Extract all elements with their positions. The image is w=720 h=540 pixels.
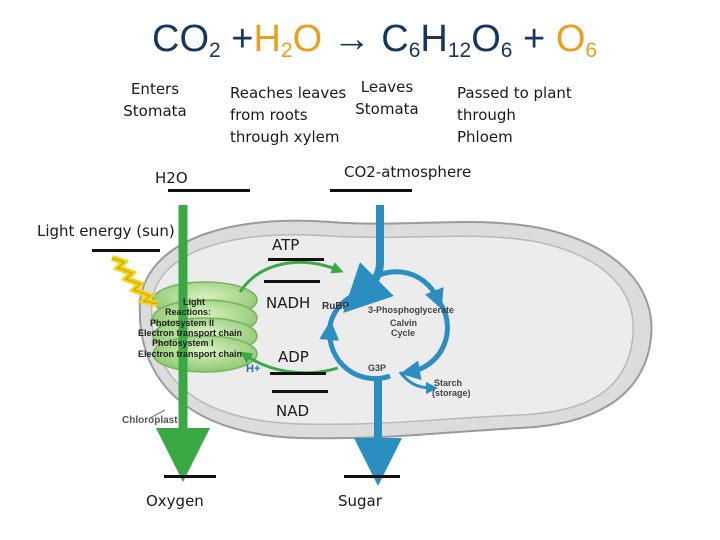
eq-arrow-icon: → (332, 18, 371, 60)
eq-co: CO (152, 18, 209, 60)
phosphoglycerate-label: 3-Phosphoglycerate (368, 305, 454, 315)
sugar-label: Sugar (338, 492, 382, 510)
photosynthesis-equation: CO2 +H2O → C6H12O6 + O6 (152, 20, 597, 61)
leaves-stomata-label: Leaves Stomata (352, 76, 422, 120)
passed-phloem-line3: Phloem (457, 128, 513, 146)
eq-plus-2: + (523, 18, 546, 60)
light-energy-label: Light energy (sun) (37, 222, 175, 240)
atp-blank-line-1 (268, 258, 324, 261)
light-reactions-line6: Electron transport chain (138, 349, 242, 359)
h2o-label: H2O (155, 169, 188, 187)
adp-blank-line-1 (270, 372, 326, 375)
eq-h: H (253, 18, 281, 60)
reaches-leaves-line3: through xylem (230, 128, 340, 146)
adp-nad-return-arrow (240, 351, 339, 375)
light-reactions-line4: Electron transport chain (138, 328, 242, 338)
light-reactions-line3: Photosystem II (150, 318, 214, 328)
calvin-label-line2: Cycle (391, 328, 415, 338)
enters-stomata-label: Enters Stomata (118, 78, 192, 122)
co2-blank-line (330, 189, 412, 192)
eq-co-sub: 2 (209, 39, 221, 62)
light-reactions-line1: Light (183, 297, 205, 307)
co2-atmosphere-label: CO2-atmosphere (344, 163, 472, 181)
atp-blank-line-2 (264, 280, 320, 283)
eq-c6: C (381, 18, 409, 60)
reaches-leaves-label: Reaches leaves from roots through xylem (230, 82, 346, 148)
oxygen-blank-line (164, 475, 216, 478)
sugar-blank-line (344, 475, 400, 478)
eq-o6-sub: 6 (500, 39, 513, 62)
g3p-starch-arrow (398, 371, 438, 394)
light-energy-blank-line (92, 249, 160, 252)
reaches-leaves-line2: from roots (230, 106, 308, 124)
enters-stomata-line1: Enters (130, 80, 180, 98)
calvin-label-line1: Calvin (390, 318, 417, 328)
light-reactions-line5: Photosystem I (152, 338, 214, 348)
starch-label-line1: Starch (434, 378, 462, 388)
nad-label: NAD (276, 402, 310, 420)
g3p-label: G3P (368, 363, 386, 373)
atp-nadh-flow-arrow (238, 260, 344, 293)
enters-stomata-line2: Stomata (123, 102, 187, 120)
eq-h12: H (420, 18, 448, 60)
h-plus-label: H+ (246, 363, 260, 375)
eq-h12-sub: 12 (447, 39, 472, 62)
adp-blank-line-2 (272, 390, 328, 393)
eq-o-out-sub: 6 (585, 39, 598, 62)
passed-phloem-line2: through (457, 106, 516, 124)
passed-phloem-label: Passed to plant through Phloem (457, 82, 572, 148)
chloroplast-label: Chloroplast (122, 415, 178, 426)
rubp-label: RuBP (322, 301, 350, 312)
leaves-stomata-line1: Leaves (360, 78, 414, 96)
eq-h-sub: 2 (280, 39, 293, 62)
light-reactions-line2: Reactions: (165, 307, 211, 317)
oxygen-label: Oxygen (146, 492, 204, 510)
reaches-leaves-line1: Reaches leaves (230, 84, 347, 102)
nadh-label: NADH (266, 294, 311, 312)
h2o-blank-line (168, 189, 250, 192)
calvin-cycle-loop (319, 269, 450, 382)
eq-o-out: O (555, 18, 586, 60)
starch-label-line2: (storage) (432, 388, 471, 398)
eq-o: O (292, 18, 323, 60)
atp-label: ATP (272, 236, 300, 254)
leaves-stomata-line2: Stomata (355, 100, 419, 118)
passed-phloem-line1: Passed to plant (457, 84, 572, 102)
eq-o6: O (471, 18, 501, 60)
eq-plus-1: + (231, 18, 254, 60)
adp-label: ADP (278, 348, 309, 366)
co2-inflow-arrow (343, 205, 394, 313)
eq-c6-sub: 6 (408, 39, 421, 62)
